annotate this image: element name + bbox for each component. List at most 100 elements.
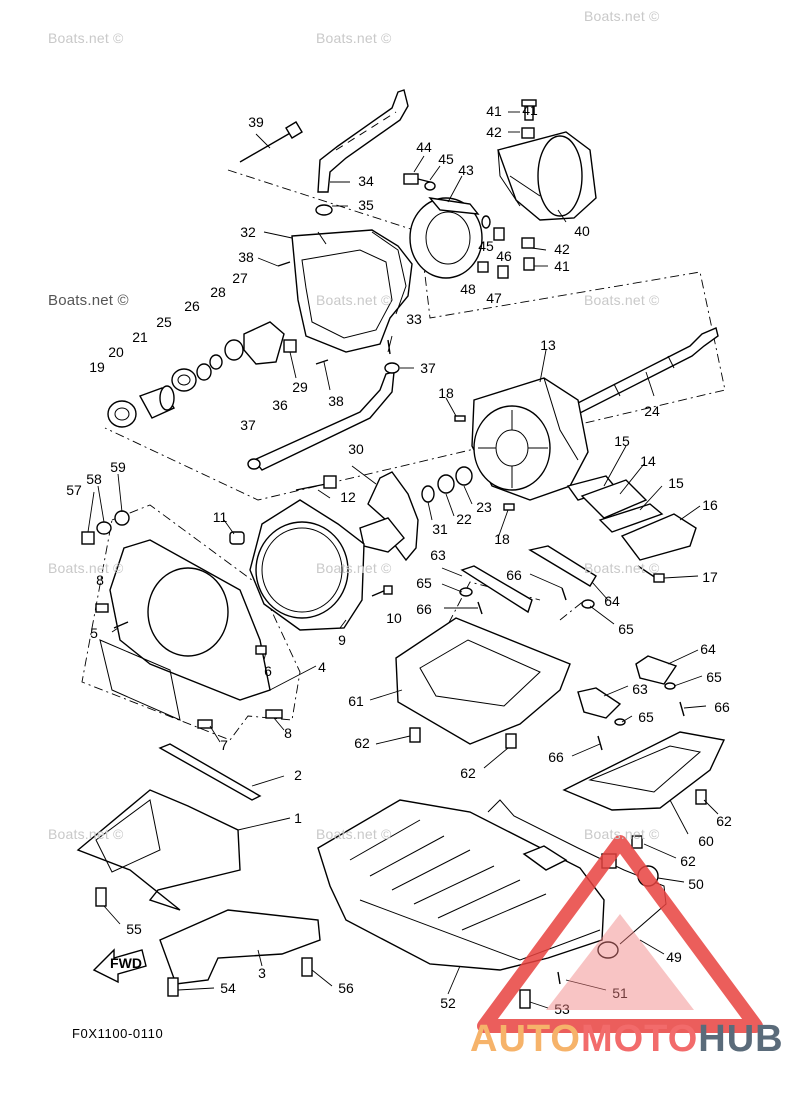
callout-59: 59: [110, 459, 126, 475]
callout-31: 31: [432, 521, 448, 537]
callout-50: 50: [688, 876, 704, 892]
plate-2: [158, 743, 262, 801]
o-ring-28: [224, 339, 244, 361]
callout-14: 14: [640, 453, 656, 469]
housing-assembly-boundary: [81, 504, 301, 741]
duct-32: [291, 229, 413, 353]
bolt-29: [283, 339, 297, 353]
callout-47: 47: [486, 290, 502, 306]
sleeve-20: [138, 385, 176, 419]
callout-48: 48: [460, 281, 476, 297]
callout-5: 5: [90, 625, 98, 641]
callout-11: 11: [213, 509, 228, 525]
callout-38b: 38: [328, 393, 344, 409]
callout-8a: 8: [96, 572, 104, 588]
washer-65d: [614, 718, 626, 726]
collar-59: [114, 510, 130, 526]
callout-53: 53: [554, 1001, 570, 1017]
callout-30: 30: [348, 441, 364, 457]
leader-lines: [87, 111, 719, 1009]
bolt-66b: [561, 587, 567, 601]
callout-54: 54: [220, 980, 236, 996]
callout-65b: 65: [618, 621, 634, 637]
bolt-55: [95, 887, 107, 907]
callout-32: 32: [240, 224, 256, 240]
callout-29: 29: [292, 379, 308, 395]
callout-45b: 45: [478, 238, 494, 254]
callout-64a: 64: [604, 593, 620, 609]
callout-58: 58: [86, 471, 102, 487]
callout-66a: 66: [416, 601, 432, 617]
watermark: Boats.net ©: [48, 560, 124, 576]
stud-8: [95, 603, 109, 613]
callout-22: 22: [456, 511, 472, 527]
bolt-38: [277, 261, 291, 267]
callout-3: 3: [258, 965, 266, 981]
bracket-64b: [635, 655, 678, 685]
seal-19: [107, 400, 137, 428]
callout-64b: 64: [700, 641, 716, 657]
callout-62b: 62: [460, 765, 476, 781]
bolt-38b: [315, 359, 329, 365]
washer-65c: [664, 682, 676, 690]
spacer-25: [196, 363, 212, 381]
bolt-7: [197, 719, 213, 729]
callout-62a: 62: [354, 735, 370, 751]
nut-48: [477, 261, 489, 273]
bolt-39: [239, 121, 303, 163]
callout-65c: 65: [706, 669, 722, 685]
bracket-63b: [577, 687, 622, 719]
logo-auto: AUTO: [470, 1018, 581, 1060]
bolt-66d: [597, 735, 603, 751]
watermark: Boats.net ©: [584, 292, 660, 308]
nut-41b: [523, 257, 535, 271]
clamp-37: [247, 458, 261, 470]
watermark: Boats.net ©: [316, 826, 392, 842]
bolt-53: [519, 989, 531, 1009]
washer-45b: [481, 215, 491, 229]
bolt-62d: [631, 835, 643, 849]
cap-27: [243, 321, 285, 365]
callout-62d: 62: [680, 853, 696, 869]
logo-moto: MOTO: [580, 1018, 699, 1060]
callout-6: 6: [264, 663, 272, 679]
bolt-10: [371, 585, 393, 597]
callout-35: 35: [358, 197, 374, 213]
callout-24: 24: [644, 403, 660, 419]
cover-14: [580, 479, 648, 519]
bolt-47: [497, 265, 509, 279]
bolt-62: [409, 727, 421, 743]
bracket-63: [460, 565, 533, 614]
figure-code: F0X1100-0110: [72, 1026, 164, 1041]
callout-66c: 66: [714, 699, 730, 715]
bolt-62c: [695, 789, 707, 805]
stud-8b: [265, 709, 283, 719]
bolt-54: [167, 977, 179, 997]
fwd-arrow: FWD: [92, 948, 147, 984]
callout-51: 51: [612, 985, 628, 1001]
callout-2: 2: [294, 767, 302, 783]
callout-18b: 18: [494, 531, 510, 547]
callout-1: 1: [294, 810, 302, 826]
bolt-56: [301, 957, 313, 977]
bolt-41: [521, 99, 537, 121]
callout-12: 12: [340, 489, 356, 505]
watermark: Boats.net ©: [584, 560, 660, 576]
callout-60: 60: [698, 833, 714, 849]
callout-23: 23: [476, 499, 492, 515]
watermark: Boats.net ©: [48, 826, 124, 842]
collar-42b: [521, 237, 535, 249]
callout-55: 55: [126, 921, 142, 937]
automotohub-logo-triangle: [477, 835, 763, 1033]
callout-57: 57: [66, 482, 82, 498]
screw-51: [557, 971, 561, 985]
callout-33: 33: [406, 311, 422, 327]
callout-41b: 41: [554, 258, 570, 274]
washer-65: [459, 587, 473, 597]
callout-labels: 39 34 35 32 38 27 28 26 25 21 20 19 29 3…: [66, 102, 732, 1017]
collar-11: [229, 531, 245, 545]
callout-19: 19: [89, 359, 105, 375]
callout-45a: 45: [438, 151, 454, 167]
